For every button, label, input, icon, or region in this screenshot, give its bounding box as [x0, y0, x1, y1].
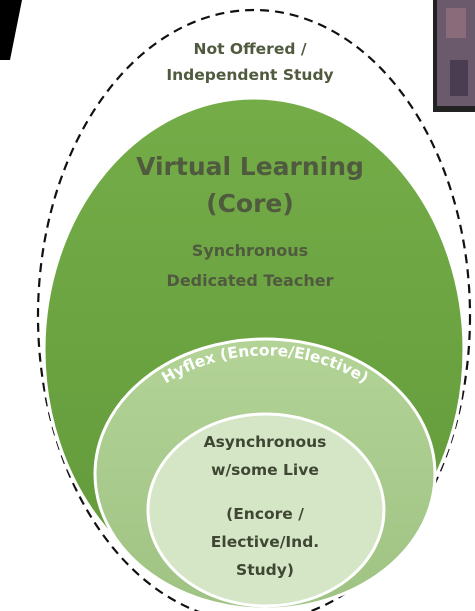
inner-paren-line: (Encore /: [226, 505, 304, 523]
core-title: Virtual Learning (Core): [110, 148, 390, 222]
thumbnail-detail: [450, 60, 468, 96]
inner-label: Asynchronous w/some Live: [150, 428, 380, 484]
inner-label-line: Asynchronous: [203, 433, 327, 451]
core-subtitle-line: Dedicated Teacher: [166, 271, 334, 290]
core-subtitle: Synchronous Dedicated Teacher: [110, 236, 390, 296]
core-title-line: Virtual Learning: [136, 152, 364, 181]
inner-paren-label: (Encore / Elective/Ind. Study): [150, 500, 380, 584]
core-title-line: (Core): [206, 189, 294, 218]
outer-label-line: Not Offered /: [193, 40, 307, 58]
corner-mark-shape: [0, 0, 22, 60]
core-subtitle-line: Synchronous: [191, 241, 309, 260]
inner-label-line: w/some Live: [211, 461, 319, 479]
outer-label-line: Independent Study: [166, 66, 334, 84]
inner-ellipse: [146, 412, 386, 608]
inner-paren-line: Elective/Ind.: [210, 533, 320, 551]
thumbnail-detail: [446, 8, 466, 38]
outer-dashed-ellipse: [36, 8, 472, 611]
outer-label: Not Offered / Independent Study: [120, 36, 380, 88]
inner-paren-line: Study): [236, 561, 294, 579]
